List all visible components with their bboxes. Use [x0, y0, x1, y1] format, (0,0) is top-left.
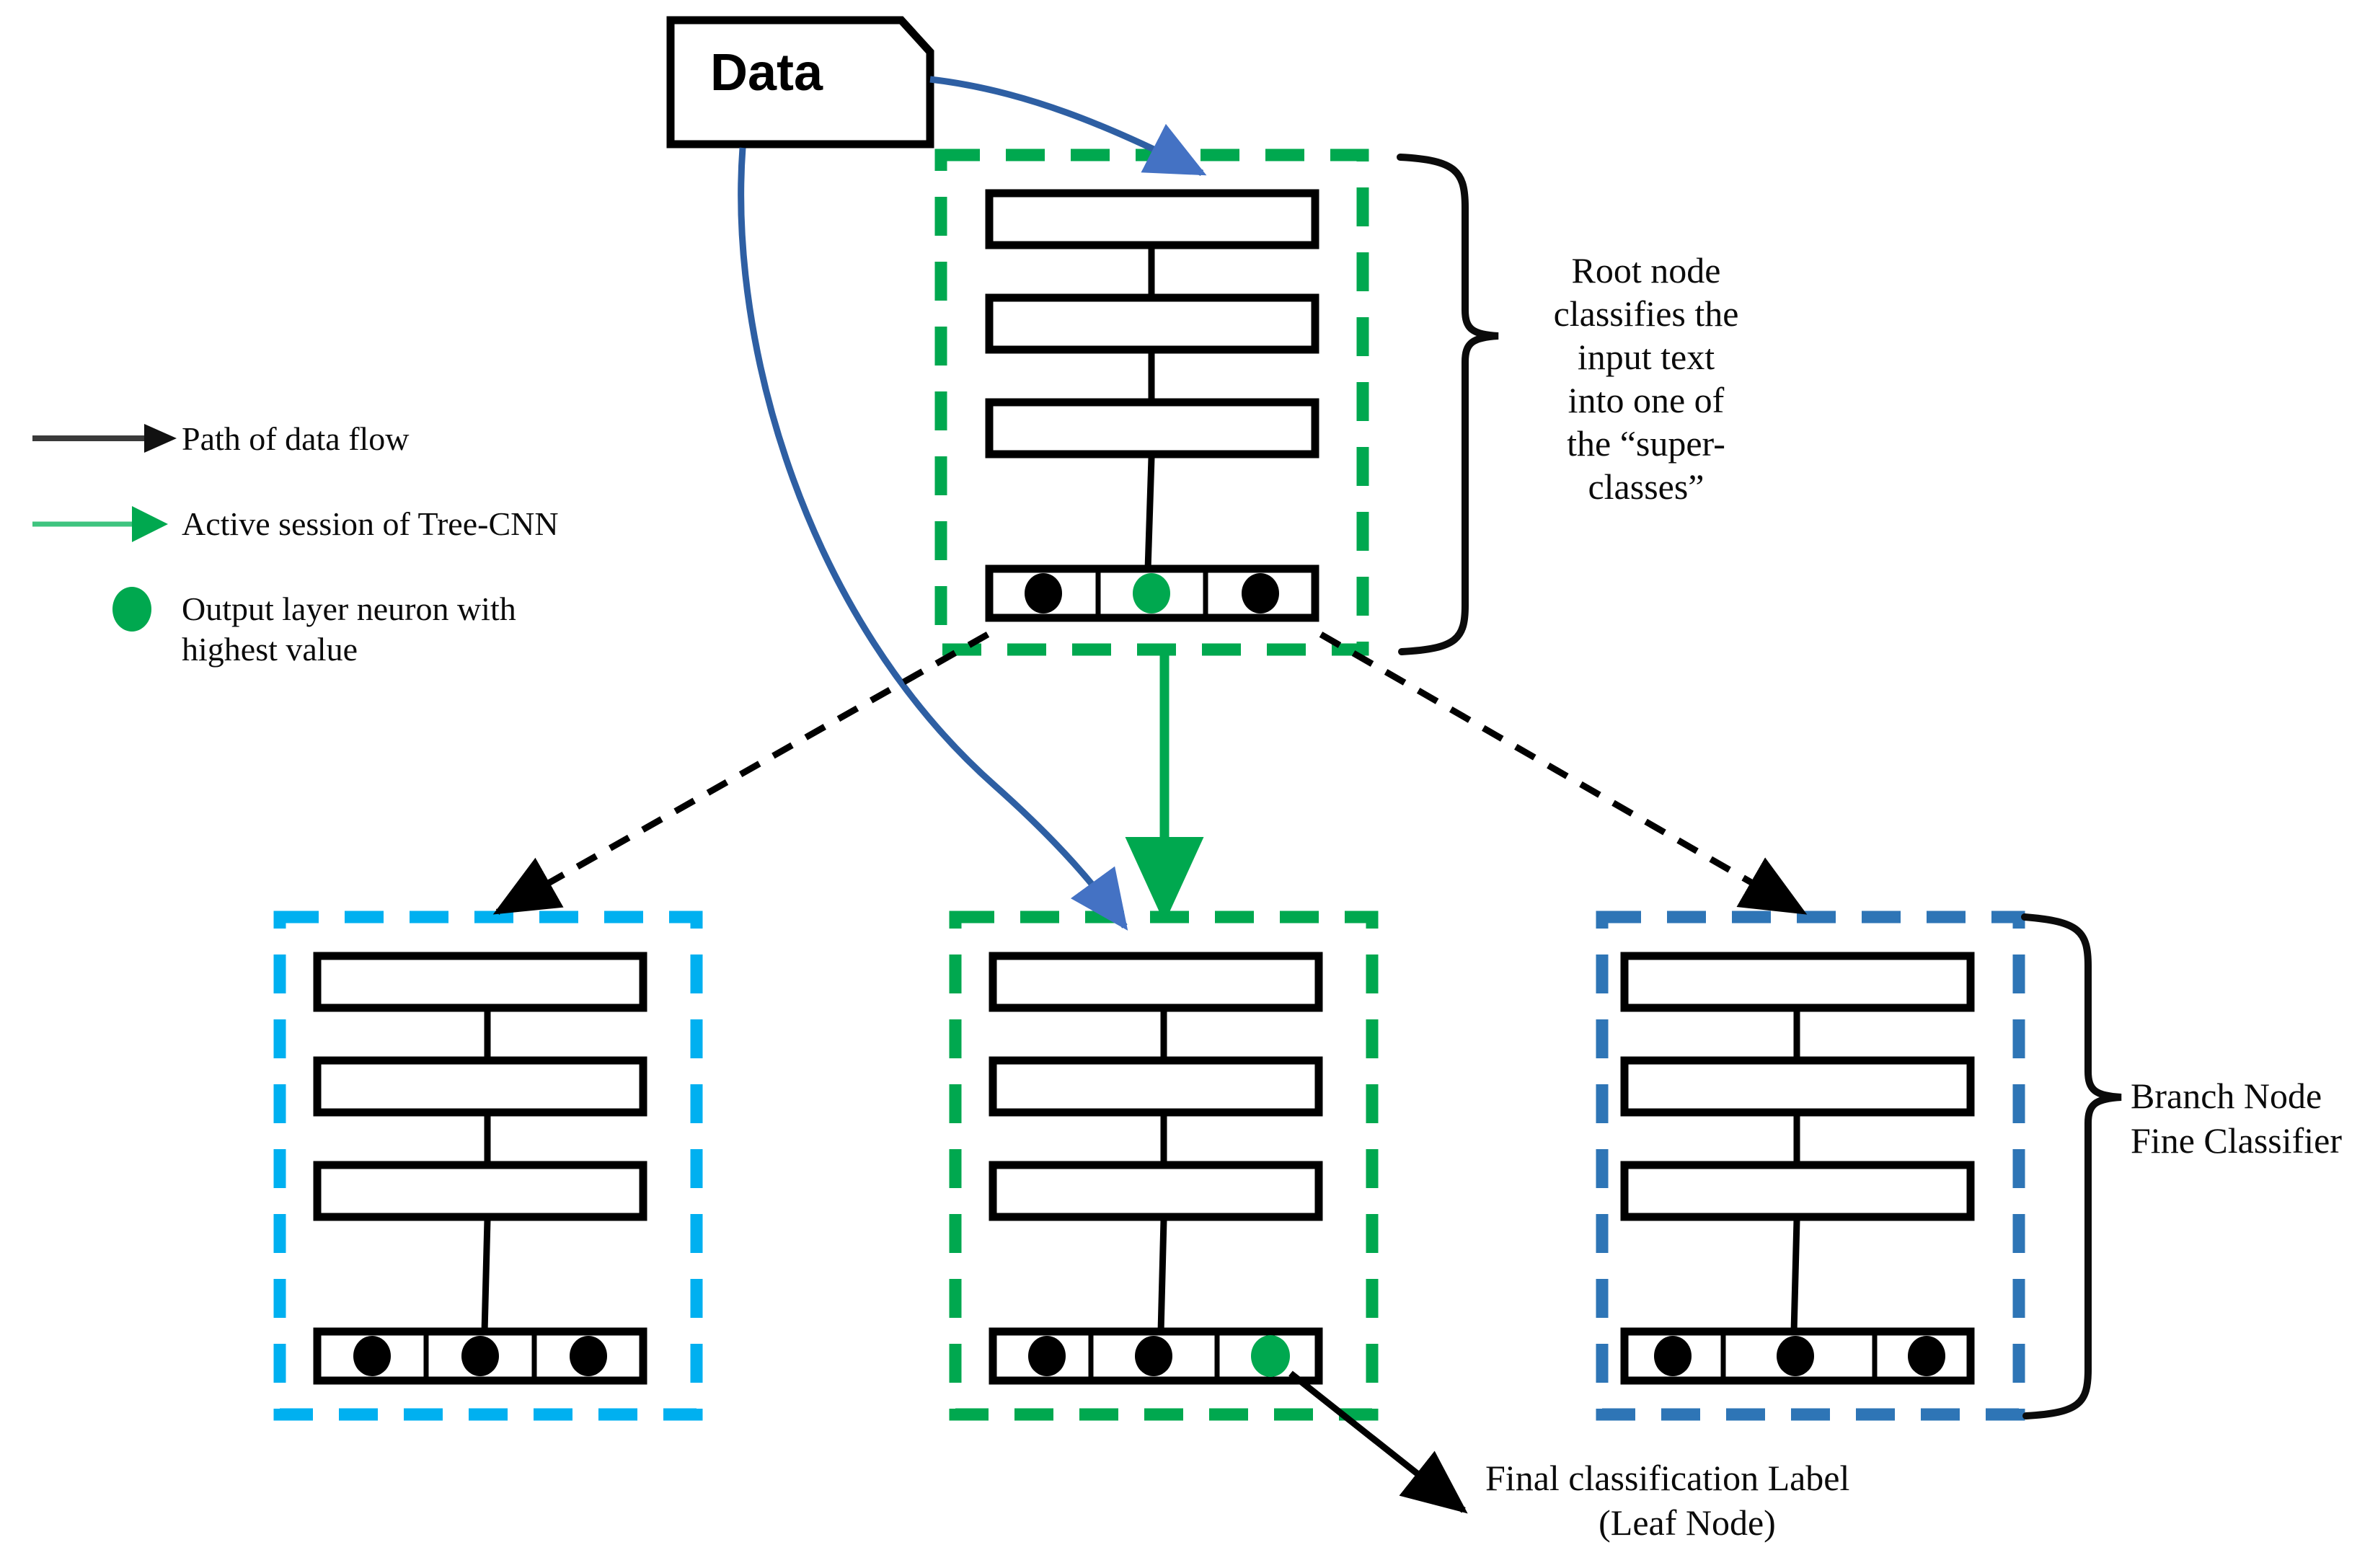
- root-annotation-line-1: Root node: [1571, 250, 1721, 291]
- output-dot-1: [1028, 1336, 1066, 1376]
- legend-label-path-of-data-flow: Path of data flow: [182, 420, 410, 457]
- node-leaf-left-border: [273, 911, 703, 1421]
- edge-leaf-center-to-final-label: [1288, 1370, 1468, 1514]
- final-label-line-1: Final classification Label: [1485, 1458, 1850, 1498]
- output-dot-1: [353, 1336, 391, 1376]
- node-leaf-left-layer-1: [313, 952, 647, 1012]
- node-leaf-left-layer-3: [313, 1161, 647, 1221]
- legend-label-active-session: Active session of Tree-CNN: [182, 505, 559, 542]
- root-annotation-line-6: classes”: [1588, 466, 1704, 507]
- node-leaf-left-layer-2: [313, 1056, 647, 1117]
- node-leaf-right-layer-2: [1620, 1056, 1975, 1117]
- root-annotation-line-5: the “super-: [1567, 423, 1725, 464]
- legend-label-output-neuron-line2: highest value: [182, 631, 358, 668]
- node-leaf-center-layer-2: [989, 1056, 1323, 1117]
- edge-root-to-leaf-left: [492, 632, 990, 915]
- node-root-border: [934, 149, 1369, 656]
- root-annotation-line-4: into one of: [1568, 380, 1725, 420]
- data-node-label: Data: [710, 44, 823, 102]
- node-root-layer-1: [985, 189, 1319, 249]
- node-leaf-right-layer-1: [1620, 952, 1975, 1012]
- legend-arrow-black-icon: [32, 424, 177, 453]
- node-leaf-right-output-bar: [1620, 1327, 1975, 1385]
- node-leaf-center-border: [949, 911, 1379, 1421]
- node-root-output-bar: [985, 564, 1319, 622]
- node-leaf-right-layer-3: [1620, 1161, 1975, 1221]
- node-leaf-left-output-bar: [313, 1327, 647, 1385]
- output-dot-2: [1777, 1336, 1814, 1376]
- output-dot-3: [1908, 1336, 1945, 1376]
- legend-dot-green-icon: [112, 587, 151, 632]
- node-leaf-right-border: [1596, 911, 2025, 1421]
- node-root-layer-2: [985, 293, 1319, 354]
- output-dot-2: [1135, 1336, 1172, 1376]
- node-root-layer-3: [985, 398, 1319, 459]
- edge-root-to-leaf-right: [1319, 632, 1808, 915]
- node-leaf-left[interactable]: [273, 911, 703, 1421]
- legend-arrow-green-icon: [32, 506, 168, 542]
- final-label-line-2: (Leaf Node): [1599, 1502, 1776, 1543]
- root-annotation-line-2: classifies the: [1553, 293, 1739, 334]
- output-dot-2: [461, 1336, 499, 1376]
- output-dot-3: [570, 1336, 607, 1376]
- node-root[interactable]: [934, 149, 1369, 656]
- edge-data-to-leaf-center: [738, 147, 1128, 931]
- brace-root-annotation: [1397, 154, 1499, 655]
- node-leaf-center[interactable]: [949, 911, 1379, 1421]
- branch-annotation-line-2: Fine Classifier: [2131, 1120, 2343, 1161]
- edge-data-to-root: [929, 76, 1207, 177]
- legend-label-output-neuron-line1: Output layer neuron with: [182, 590, 516, 627]
- node-leaf-center-layer-1: [989, 952, 1323, 1012]
- node-leaf-center-layer-3: [989, 1161, 1323, 1221]
- output-dot-3: [1242, 573, 1279, 614]
- node-leaf-right[interactable]: [1596, 911, 2025, 1421]
- output-dot-1: [1025, 573, 1062, 614]
- branch-annotation-line-1: Branch Node: [2131, 1076, 2322, 1116]
- output-dot-1: [1654, 1336, 1692, 1376]
- node-leaf-center-output-bar: [989, 1327, 1323, 1385]
- brace-branch-annotation: [2021, 913, 2122, 1419]
- root-annotation-line-3: input text: [1577, 337, 1715, 377]
- output-dot-2-active: [1133, 573, 1170, 614]
- output-dot-3-active: [1251, 1335, 1290, 1377]
